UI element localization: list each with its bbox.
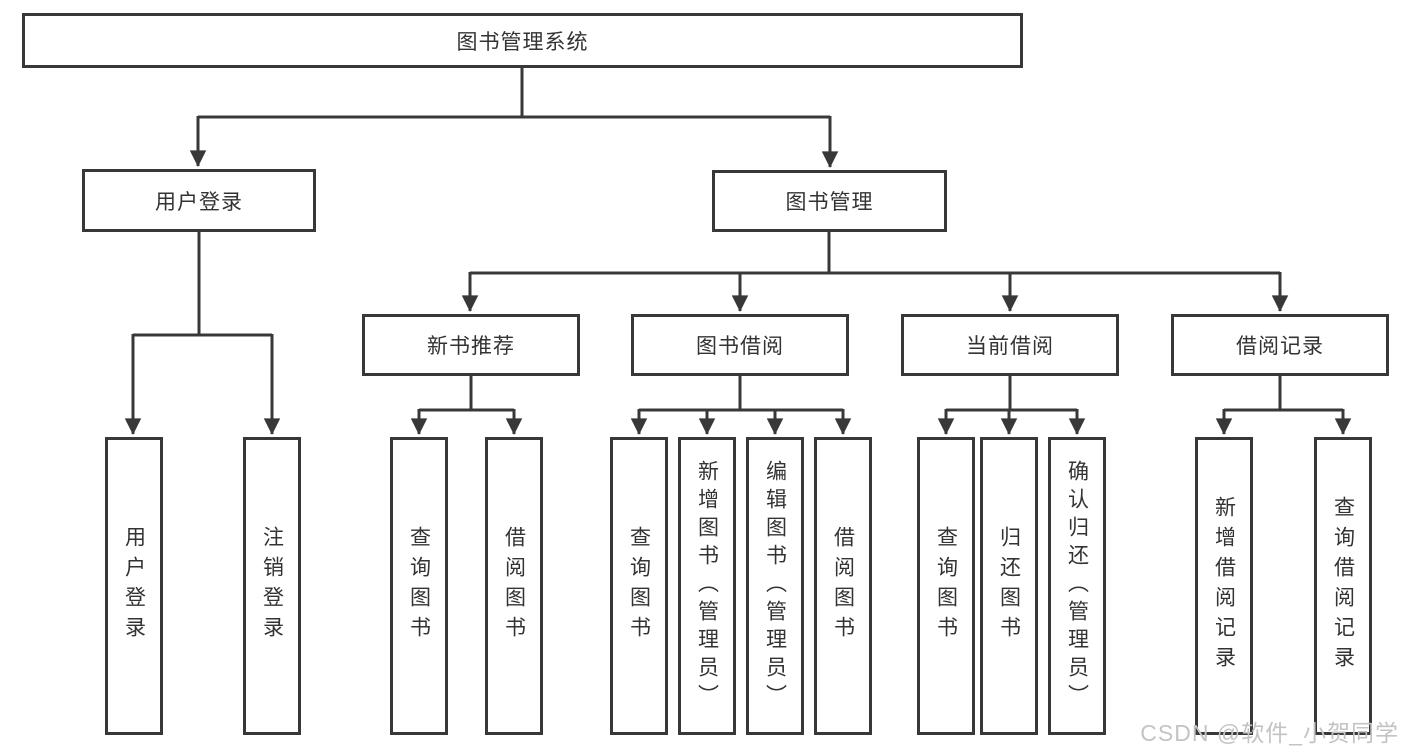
node-label: 确认归还（管理员） <box>1065 460 1089 712</box>
node-label: 图书管理系统 <box>456 30 589 54</box>
leaf-query-book-recommend: 查询图书 <box>390 437 448 735</box>
node-book-borrow: 图书借阅 <box>631 314 849 376</box>
leaf-query-book-borrow: 查询图书 <box>610 437 668 735</box>
node-label: 归还图书 <box>997 526 1021 646</box>
leaf-borrow-book-recommend: 借阅图书 <box>485 437 543 735</box>
node-user-login: 用户登录 <box>82 169 316 232</box>
node-label: 图书借阅 <box>696 335 784 358</box>
node-label: 查询图书 <box>627 526 651 646</box>
csdn-watermark: CSDN @软件_小贺同学 <box>1140 720 1399 746</box>
leaf-borrow-book: 借阅图书 <box>814 437 872 735</box>
node-label: 借阅记录 <box>1236 335 1324 358</box>
node-label: 用户登录 <box>155 190 243 214</box>
leaf-query-borrow-record: 查询借阅记录 <box>1314 437 1372 735</box>
node-label: 当前借阅 <box>966 335 1054 358</box>
node-label: 图书管理 <box>785 191 874 214</box>
node-label: 编辑图书（管理员） <box>763 460 787 712</box>
leaf-return-book: 归还图书 <box>980 437 1038 735</box>
leaf-confirm-return-admin: 确认归还（管理员） <box>1048 437 1106 735</box>
node-new-book-recommend: 新书推荐 <box>362 314 580 376</box>
node-label: 查询图书 <box>407 526 431 646</box>
node-borrow-record: 借阅记录 <box>1171 314 1389 376</box>
node-label: 借阅图书 <box>502 526 526 646</box>
node-current-borrow: 当前借阅 <box>901 314 1119 376</box>
node-library-management-system: 图书管理系统 <box>22 13 1023 68</box>
leaf-add-book-admin: 新增图书（管理员） <box>678 437 736 735</box>
leaf-query-book-current: 查询图书 <box>917 437 975 735</box>
leaf-user-login: 用户登录 <box>105 437 163 735</box>
node-label: 新书推荐 <box>427 335 515 358</box>
node-label: 借阅图书 <box>831 526 855 646</box>
leaf-add-borrow-record: 新增借阅记录 <box>1195 437 1253 735</box>
node-label: 新增图书（管理员） <box>695 460 719 712</box>
node-label: 用户登录 <box>122 526 146 646</box>
node-label: 查询借阅记录 <box>1331 496 1355 676</box>
leaf-logout: 注销登录 <box>243 437 301 735</box>
node-book-management: 图书管理 <box>712 170 947 232</box>
node-label: 新增借阅记录 <box>1212 496 1236 676</box>
node-label: 查询图书 <box>934 526 958 646</box>
leaf-edit-book-admin: 编辑图书（管理员） <box>746 437 804 735</box>
node-label: 注销登录 <box>260 526 284 646</box>
